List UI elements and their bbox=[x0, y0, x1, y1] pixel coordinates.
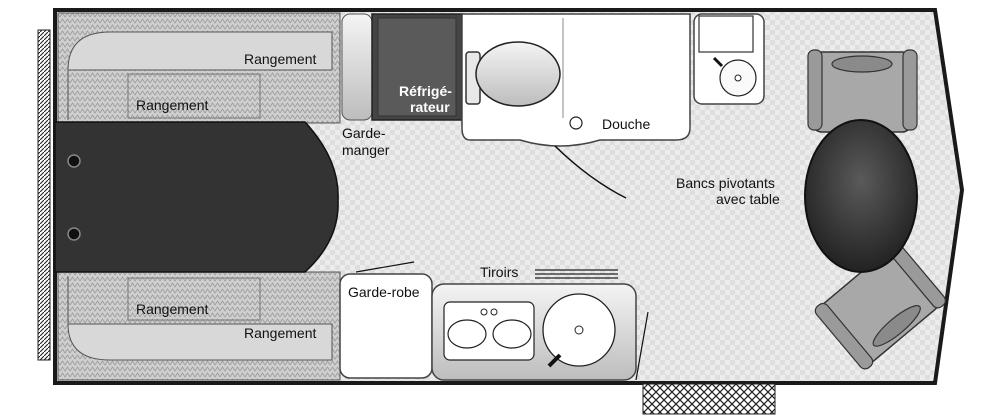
label-pantry-line1: Garde- bbox=[342, 125, 386, 141]
swivel-table bbox=[804, 119, 918, 273]
front-seat-top bbox=[807, 49, 918, 133]
bed-knob-top bbox=[67, 154, 81, 168]
storage-top-inner bbox=[127, 73, 261, 119]
sink-tap-1 bbox=[480, 308, 488, 316]
fridge-door bbox=[377, 17, 457, 117]
shower-door-arc bbox=[554, 145, 627, 199]
entry-door-line bbox=[635, 311, 649, 381]
storage-bottom-inner bbox=[127, 277, 261, 321]
shower-drain bbox=[569, 116, 583, 130]
storage-top-bench bbox=[67, 31, 333, 120]
bed-knob-bottom bbox=[67, 227, 81, 241]
label-fridge-line2: rateur bbox=[410, 99, 450, 115]
wardrobe-door-line bbox=[355, 261, 415, 273]
washbasin-faucet bbox=[712, 56, 724, 68]
label-pantry-line2: manger bbox=[342, 142, 390, 158]
washbasin-shelf bbox=[698, 15, 754, 53]
label-storage-bottom-lower: Rangement bbox=[244, 325, 316, 341]
label-storage-top-lower: Rangement bbox=[136, 97, 208, 113]
toilet-bowl bbox=[475, 41, 561, 107]
label-storage-bottom-upper: Rangement bbox=[136, 301, 208, 317]
washbasin-drain bbox=[734, 74, 742, 82]
label-seats-line2: avec table bbox=[716, 191, 780, 207]
drawers-lines bbox=[535, 269, 618, 279]
bed bbox=[54, 121, 339, 273]
front-seat-bottom bbox=[814, 241, 946, 370]
label-fridge-line1: Réfrigé- bbox=[399, 83, 452, 99]
pantry-cabinet bbox=[341, 13, 373, 121]
sink-basin-right bbox=[492, 319, 532, 349]
stove-knob bbox=[547, 353, 562, 368]
label-drawers: Tiroirs bbox=[480, 264, 518, 280]
entry-step-mat bbox=[642, 383, 776, 415]
label-wardrobe: Garde-robe bbox=[348, 284, 420, 300]
rear-door-hatch bbox=[37, 29, 51, 361]
stove-burner-center bbox=[574, 325, 584, 335]
sink-basin-left bbox=[447, 319, 487, 349]
sink-tap-2 bbox=[490, 308, 498, 316]
storage-bottom-bench bbox=[67, 276, 333, 361]
label-storage-top-upper: Rangement bbox=[244, 51, 316, 67]
label-seats-line1: Bancs pivotants bbox=[676, 175, 775, 191]
label-shower: Douche bbox=[602, 116, 650, 132]
